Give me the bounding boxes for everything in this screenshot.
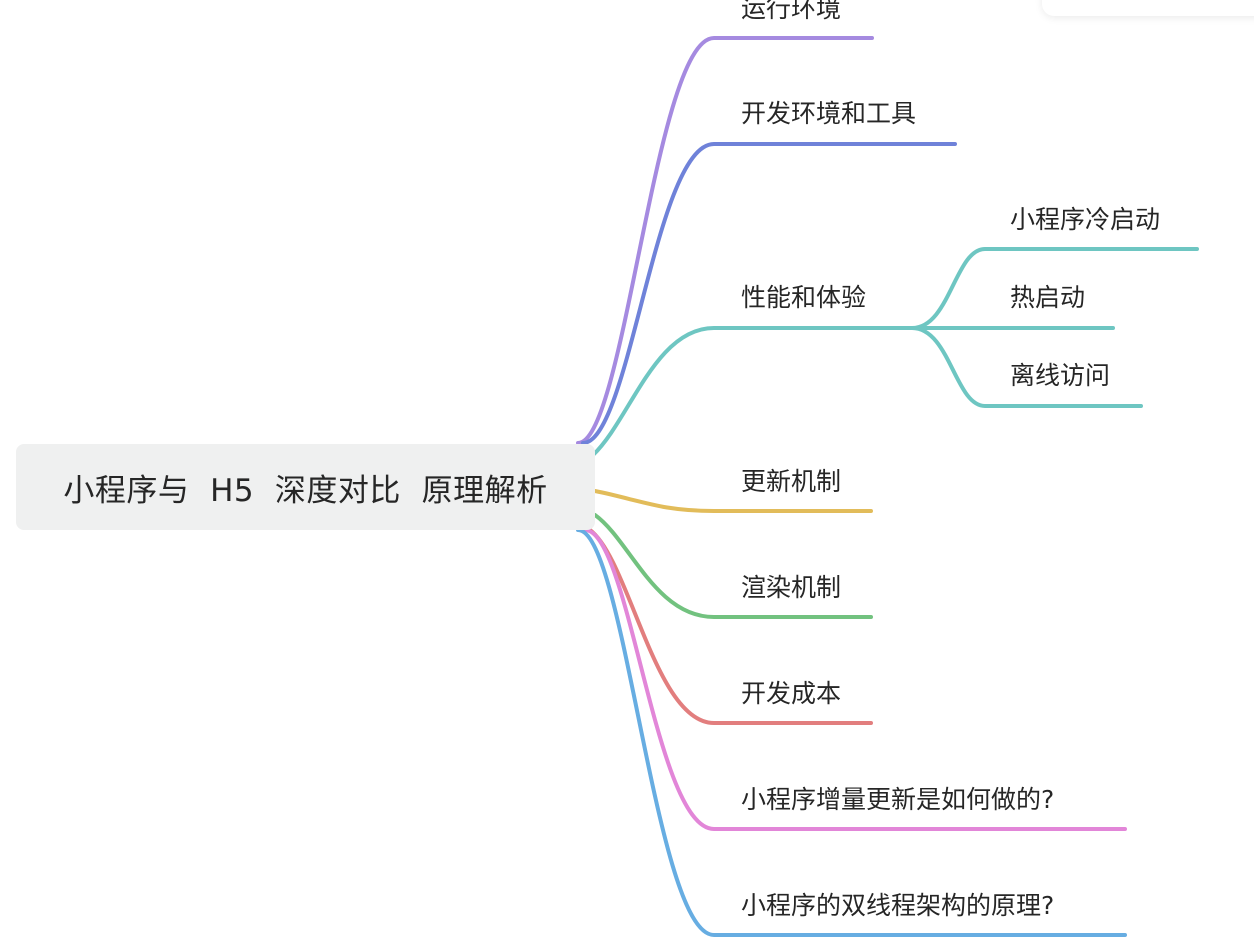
branch-label-cost[interactable]: 开发成本	[741, 679, 842, 708]
child-label-cold-start[interactable]: 小程序冷启动	[1010, 205, 1161, 234]
child-label-hot-start[interactable]: 热启动	[1010, 283, 1086, 312]
corner-panel	[1042, 0, 1254, 16]
branch-label-performance[interactable]: 性能和体验	[741, 283, 867, 312]
edge-runtime	[576, 36, 874, 445]
root-title: 小程序与 H5 深度对比 原理解析	[63, 472, 548, 509]
edge-child-cold-start	[910, 247, 1199, 330]
edge-render	[593, 513, 873, 619]
branch-label-runtime[interactable]: 运行环境	[741, 0, 842, 23]
edge-dualthread	[576, 528, 1127, 937]
child-label-offline[interactable]: 离线访问	[1010, 361, 1111, 390]
edge-performance	[591, 326, 916, 457]
root-node[interactable]: 小程序与 H5 深度对比 原理解析	[16, 444, 595, 530]
edge-update	[593, 489, 873, 513]
edge-devtools	[581, 142, 957, 445]
branch-label-dualthread[interactable]: 小程序的双线程架构的原理?	[741, 891, 1055, 920]
branch-label-incremental[interactable]: 小程序增量更新是如何做的?	[741, 785, 1055, 814]
branch-label-render[interactable]: 渲染机制	[741, 573, 842, 602]
edge-incremental	[583, 528, 1127, 831]
branch-label-devtools[interactable]: 开发环境和工具	[741, 99, 917, 128]
branch-label-update[interactable]: 更新机制	[741, 467, 842, 496]
edge-child-offline	[910, 326, 1143, 408]
